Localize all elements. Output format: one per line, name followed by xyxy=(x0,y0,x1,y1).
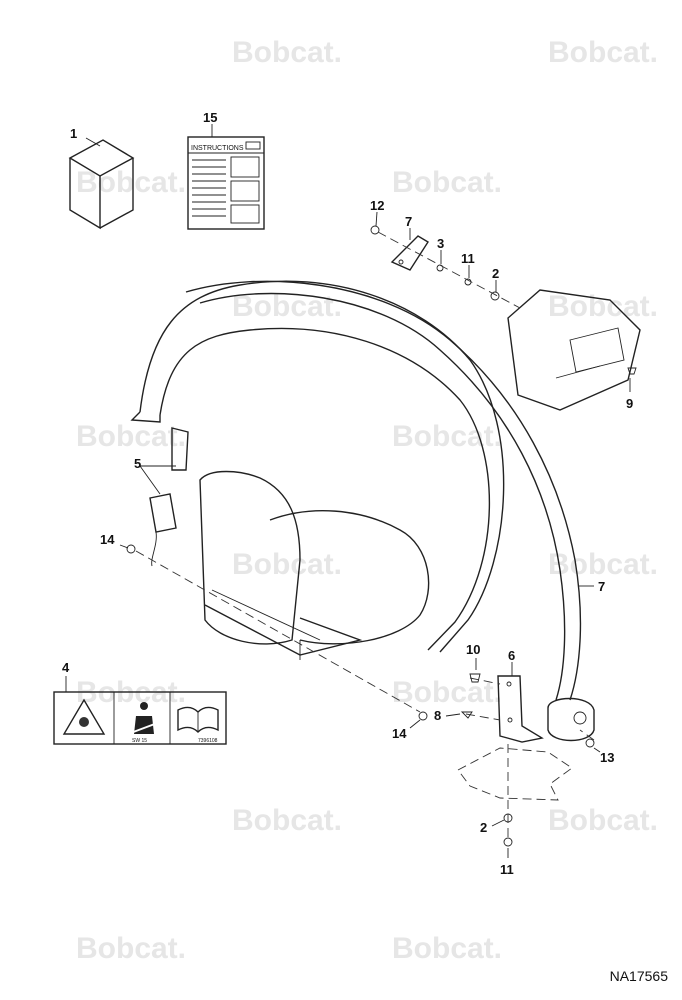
washer-2-top xyxy=(490,291,500,301)
part-hardware xyxy=(126,225,637,847)
watermark-text: Bobcat. xyxy=(548,804,658,837)
callout-5: 5 xyxy=(134,456,141,471)
callout-10: 10 xyxy=(466,642,480,657)
part-seat-belt-right xyxy=(185,280,582,701)
watermark-10: Bobcat. xyxy=(548,548,658,581)
decal-code-right: 7396108 xyxy=(198,738,218,744)
callout-14-bottom: 14 xyxy=(392,726,407,741)
callout-9: 9 xyxy=(626,396,633,411)
callout-labels: 1 15 12 7 3 11 2 9 5 14 7 4 10 6 8 14 13… xyxy=(62,110,633,877)
watermark-4: Bobcat. xyxy=(392,166,502,199)
watermark-text: Bobcat. xyxy=(392,932,502,965)
watermark-text: Bobcat. xyxy=(548,548,658,581)
watermark-text: Bobcat. xyxy=(76,932,186,965)
watermark-text: Bobcat. xyxy=(548,290,658,323)
bolt-10 xyxy=(469,673,481,683)
nut-13 xyxy=(585,738,595,748)
watermark-6: Bobcat. xyxy=(548,290,658,323)
part-buckle xyxy=(149,427,189,567)
watermark-5: Bobcat. xyxy=(232,290,342,323)
drawing-number: NA17565 xyxy=(609,968,668,984)
watermark-layer: Bobcat. Bobcat. Bobcat. Bobcat. Bobcat. … xyxy=(76,36,658,965)
part-floor-plate xyxy=(457,747,573,801)
callout-7-top: 7 xyxy=(405,214,412,229)
watermark-text: Bobcat. xyxy=(232,290,342,323)
callout-7-right: 7 xyxy=(598,579,605,594)
watermark-7: Bobcat. xyxy=(76,420,186,453)
watermark-text: Bobcat. xyxy=(232,804,342,837)
watermark-text: Bobcat. xyxy=(548,36,658,69)
callout-12: 12 xyxy=(370,198,384,213)
callout-1: 1 xyxy=(70,126,77,141)
watermark-text: Bobcat. xyxy=(76,420,186,453)
callout-3: 3 xyxy=(437,236,444,251)
instructions-label: INSTRUCTIONS xyxy=(191,145,244,152)
watermark-12: Bobcat. xyxy=(392,676,502,709)
watermark-1: Bobcat. xyxy=(232,36,342,69)
watermark-2: Bobcat. xyxy=(548,36,658,69)
callout-4: 4 xyxy=(62,660,70,675)
part-box xyxy=(68,139,135,230)
leader-lines xyxy=(65,124,631,858)
watermark-16: Bobcat. xyxy=(392,932,502,965)
watermark-text: Bobcat. xyxy=(76,166,186,199)
part-retractor xyxy=(547,697,595,742)
nut-11-bottom xyxy=(503,837,513,847)
watermark-text: Bobcat. xyxy=(392,166,502,199)
part-warning-decal: SW 15 7396108 xyxy=(53,691,227,745)
callout-11-bottom: 11 xyxy=(500,862,514,877)
part-seat xyxy=(199,470,430,660)
callout-11-top: 11 xyxy=(461,251,475,266)
callout-2-bottom: 2 xyxy=(480,820,487,835)
watermark-text: Bobcat. xyxy=(232,548,342,581)
watermark-text: Bobcat. xyxy=(232,36,342,69)
part-upper-bracket xyxy=(390,235,429,271)
watermark-15: Bobcat. xyxy=(76,932,186,965)
part-seat-belt-left xyxy=(130,280,505,653)
part-cab-panel xyxy=(507,289,641,411)
watermark-text: Bobcat. xyxy=(392,676,502,709)
watermark-3: Bobcat. xyxy=(76,166,186,199)
nut-14-bottom xyxy=(418,711,428,721)
assembly-lines xyxy=(135,231,595,838)
watermark-14: Bobcat. xyxy=(548,804,658,837)
callout-14-left: 14 xyxy=(100,532,115,547)
bolt-9 xyxy=(627,367,637,375)
watermark-13: Bobcat. xyxy=(232,804,342,837)
watermark-9: Bobcat. xyxy=(232,548,342,581)
watermark-text: Bobcat. xyxy=(392,420,502,453)
callout-8: 8 xyxy=(434,708,441,723)
callout-6: 6 xyxy=(508,648,515,663)
nut-12 xyxy=(370,225,380,235)
watermark-8: Bobcat. xyxy=(392,420,502,453)
part-instructions-booklet: INSTRUCTIONS xyxy=(187,136,265,230)
decal-code-left: SW 15 xyxy=(132,738,147,744)
nut-14-left xyxy=(126,544,136,554)
callout-2-top: 2 xyxy=(492,266,499,281)
callout-15: 15 xyxy=(203,110,217,125)
callout-13: 13 xyxy=(600,750,614,765)
part-bracket xyxy=(497,675,544,743)
